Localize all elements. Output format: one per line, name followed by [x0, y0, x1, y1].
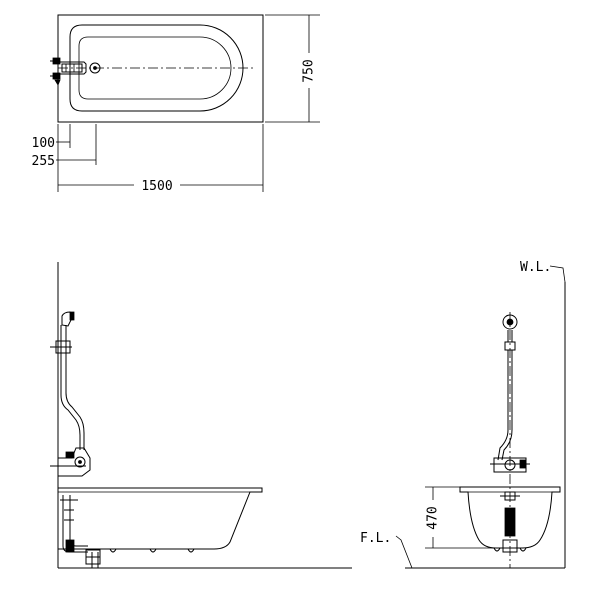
tub-feet-side — [493, 547, 527, 552]
dimension-470: 470 — [425, 486, 495, 549]
drain-pipe-front — [60, 495, 101, 568]
dimension-label-255: 255 — [32, 154, 55, 169]
side-view: W.L. F.L. — [360, 260, 566, 569]
faucet-plan — [50, 57, 87, 86]
wl-leader — [549, 265, 566, 283]
tub-feet-front — [109, 548, 195, 553]
dimension-label-1500: 1500 — [141, 179, 172, 194]
drain-outlet — [89, 62, 101, 74]
fl-label: F.L. — [360, 531, 391, 546]
bathtub-front — [58, 487, 263, 550]
dimension-750: 750 — [265, 14, 320, 123]
front-view — [50, 262, 352, 569]
mixer-faucet-front — [50, 447, 91, 477]
dimension-label-750: 750 — [302, 59, 317, 82]
plan-view: 750 100 255 1500 — [32, 14, 320, 194]
dimension-label-100: 100 — [32, 136, 55, 151]
wl-label: W.L. — [520, 260, 551, 275]
dimension-offsets: 100 255 — [32, 124, 97, 192]
tub-basin — [78, 36, 232, 100]
dimension-1500: 1500 — [58, 124, 264, 194]
fl-leader — [395, 535, 413, 569]
tub-outline — [57, 14, 264, 123]
tub-rim — [69, 24, 244, 112]
drain-assembly-side — [498, 491, 522, 553]
drain-center — [93, 66, 97, 70]
dimension-label-470: 470 — [426, 506, 441, 529]
shower-hose-front — [60, 325, 85, 450]
shower-head-front — [50, 311, 75, 354]
shower-assembly-side — [490, 314, 530, 473]
